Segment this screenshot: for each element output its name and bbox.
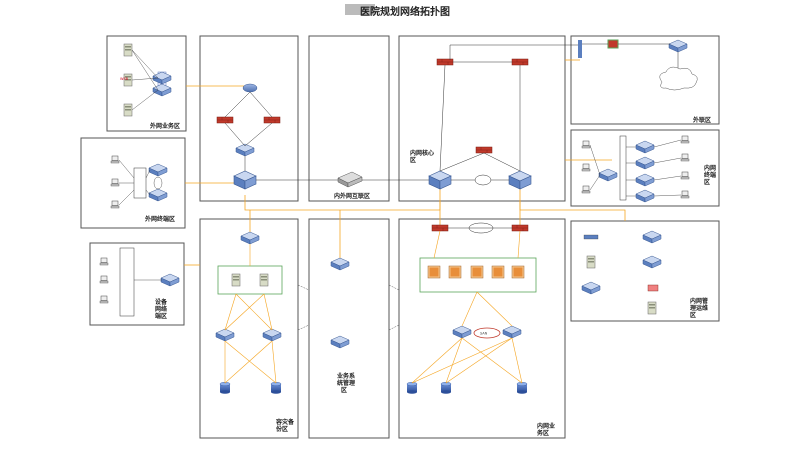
zone-internal-core	[398, 35, 566, 202]
label-business-mgmt: 业务系统管理区	[337, 372, 355, 394]
label-external-terminal: 外网终端区	[144, 215, 175, 223]
zone-external-business	[106, 35, 187, 132]
label-external-business: 外网业务区	[149, 122, 180, 130]
orange-links	[184, 59, 626, 266]
svg-text:WEB: WEB	[120, 77, 129, 81]
zone-business-mgmt	[308, 218, 390, 439]
label-internal-business: 内网业务区	[537, 422, 555, 437]
diagram-title: 医院规划网络拓扑图	[360, 7, 450, 18]
label-device-network: 设备网络端区	[155, 298, 168, 320]
label-internal-terminal: 内网终端区	[703, 164, 716, 186]
label-disaster-recovery: 容灾备份区	[275, 418, 295, 433]
label-internal-mgmt: 内网管理运维区	[690, 297, 708, 319]
label-internal-core: 内网核心区	[410, 149, 434, 164]
zone-disaster-recovery	[199, 218, 299, 439]
redacted-hospital-name	[345, 4, 375, 15]
label-interconnect: 内外网互联区	[334, 192, 370, 200]
label-external-link: 外联区	[692, 116, 711, 124]
stack-label: SAN	[480, 332, 488, 336]
